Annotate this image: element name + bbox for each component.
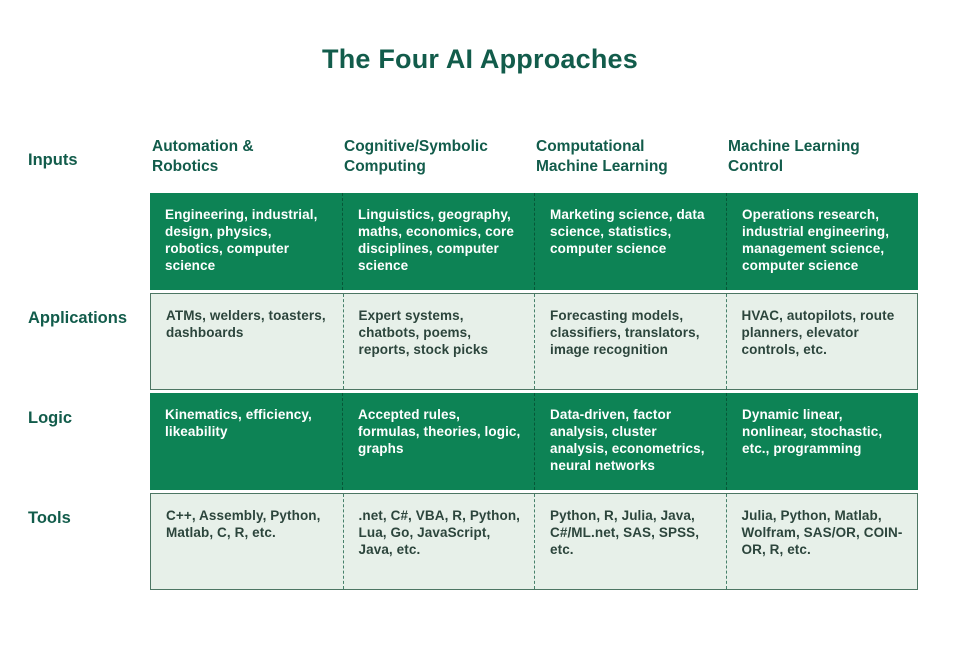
row-band-logic: Kinematics, efficiency, likeability Acce… xyxy=(150,393,918,490)
table-cell: Operations research, industrial engineer… xyxy=(726,193,918,290)
table-cell: HVAC, autopilots, route planners, elevat… xyxy=(725,294,918,389)
table-cell: Linguistics, geography, maths, economics… xyxy=(342,193,534,290)
table-cell: .net, C#, VBA, R, Python, Lua, Go, JavaS… xyxy=(342,494,535,589)
table-cell: Engineering, industrial, design, physics… xyxy=(165,207,318,274)
row-label-tools: Tools xyxy=(28,509,71,527)
table-cell: Kinematics, efficiency, likeability xyxy=(165,407,312,440)
table-cell: Forecasting models, classifiers, transla… xyxy=(534,294,726,389)
row-label-logic: Logic xyxy=(28,409,72,427)
table-cell: Python, R, Julia, Java, C#/ML.net, SAS, … xyxy=(534,494,726,589)
table-cell: Julia, Python, Matlab, Wolfram, SAS/OR, … xyxy=(725,494,918,589)
table-cell: Marketing science, data science, statist… xyxy=(534,193,726,290)
row-band-applications: ATMs, welders, toasters, dashboards Expe… xyxy=(150,293,918,390)
row-band-inputs: Engineering, industrial, design, physics… xyxy=(150,193,918,290)
page-title: The Four AI Approaches xyxy=(322,44,638,74)
row-label-inputs: Inputs xyxy=(28,151,78,169)
table-cell: C++, Assembly, Python, Matlab, C, R, etc… xyxy=(166,508,321,541)
row-label-applications: Applications xyxy=(28,309,128,327)
ai-approaches-table: Automation & Robotics Cognitive/Symbolic… xyxy=(0,135,918,590)
table-cell: ATMs, welders, toasters, dashboards xyxy=(166,308,326,341)
column-header-ml-control: Machine Learning Control xyxy=(728,138,860,176)
table-cell: Accepted rules, formulas, theories, logi… xyxy=(342,393,534,490)
table-cell: Expert systems, chatbots, poems, reports… xyxy=(342,294,535,389)
column-header-automation-robotics: Automation & Robotics xyxy=(152,138,254,176)
table-cell: Data-driven, factor analysis, cluster an… xyxy=(534,393,726,490)
row-band-tools: C++, Assembly, Python, Matlab, C, R, etc… xyxy=(150,493,918,590)
column-header-computational-ml: Computational Machine Learning xyxy=(536,138,668,176)
table-cell: Dynamic linear, nonlinear, stochastic, e… xyxy=(726,393,918,490)
column-header-cognitive-symbolic: Cognitive/Symbolic Computing xyxy=(344,138,488,176)
